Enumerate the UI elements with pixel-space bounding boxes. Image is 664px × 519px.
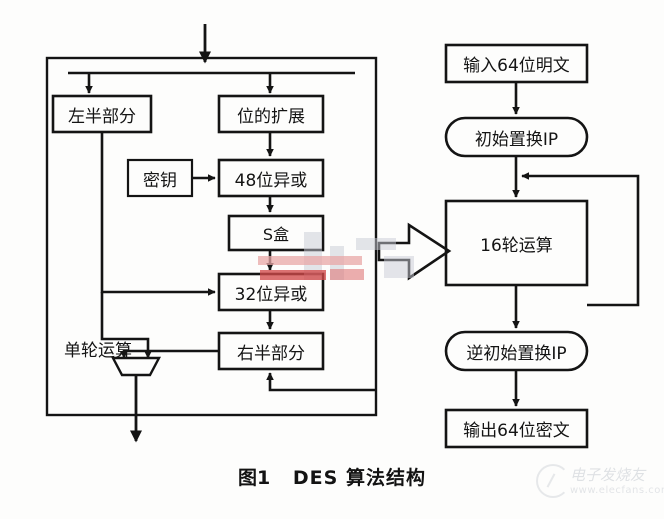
path-right-half-to-merge (120, 349, 219, 359)
box-output-ciphertext (444, 408, 589, 449)
block-arrow-right (377, 222, 452, 281)
box-label-input-plaintext: 输入64位明文 (463, 56, 570, 76)
box-label-xor48: 48位异或 (234, 170, 308, 191)
box-sbox (227, 214, 325, 252)
figure-caption-text: DES 算法结构 (292, 467, 426, 489)
figure-caption: 图1 DES 算法结构 (0, 463, 664, 490)
figure-caption-number: 图1 (238, 467, 271, 489)
box-label-right-half: 右半部分 (237, 343, 305, 364)
box-label-key: 密钥 (143, 170, 177, 191)
box-label-inverse-permutation: 逆初始置换IP (466, 343, 567, 364)
box-label-initial-permutation: 初始置换IP (474, 129, 559, 150)
box-label-sixteen-rounds: 16轮运算 (480, 235, 553, 256)
path-rounds-feedback (521, 172, 640, 307)
group-label-single-round: 单轮运算 (64, 340, 132, 361)
box-label-bit-expansion: 位的扩展 (237, 106, 305, 127)
single-round-frame (45, 56, 378, 417)
box-label-xor32: 32位异或 (234, 284, 308, 305)
path-feedback-to-right-half (266, 372, 376, 392)
merge-collector (111, 356, 161, 377)
path-left-half-to-xor32 (100, 132, 216, 296)
path-left-rail-to-merge (100, 292, 152, 359)
box-label-output-ciphertext: 输出64位密文 (463, 421, 570, 441)
box-label-left-half: 左半部分 (68, 106, 136, 127)
box-label-sbox: S盒 (262, 225, 290, 244)
